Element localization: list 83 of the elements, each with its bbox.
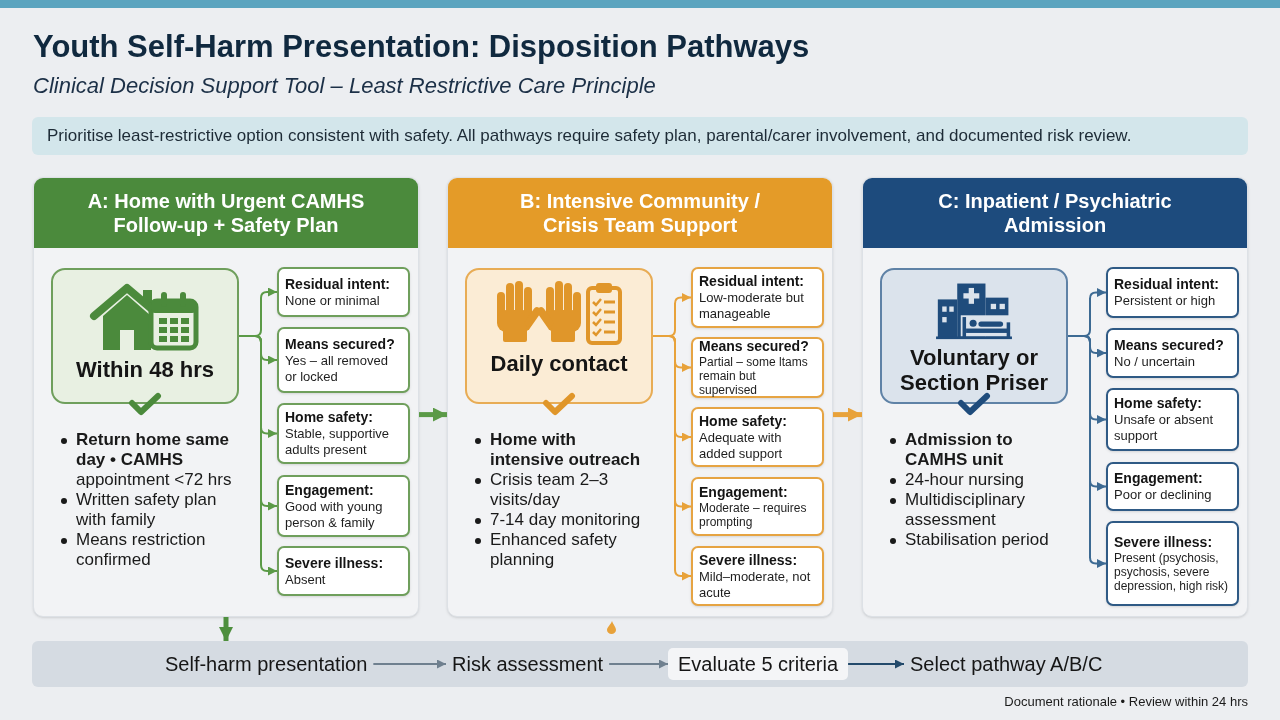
panel-header: C: Inpatient / Psychiatric Admission <box>863 178 1247 248</box>
criteria-text: Moderate – requires prompting <box>699 501 808 529</box>
summary-text: Within 48 hrs <box>76 357 214 382</box>
criteria-heading: Residual intent: <box>285 275 391 293</box>
criteria-text: Persistent or high <box>1114 293 1217 309</box>
criteria-heading: Severe illness: <box>285 554 385 572</box>
criteria-box <box>691 407 824 467</box>
pathway-panel <box>447 177 833 617</box>
criteria-text: Yes – all removed or locked <box>285 352 389 385</box>
criteria-box <box>1106 267 1239 318</box>
pathway-panel <box>862 177 1248 617</box>
criteria-heading: Means secured? <box>285 335 396 353</box>
criteria-text: Unsafe or absent support <box>1114 412 1214 444</box>
criteria-box <box>691 477 824 536</box>
criteria-heading: Severe illness: <box>1114 534 1214 551</box>
criteria-heading: Home safety: <box>1114 395 1203 412</box>
note-banner: Prioritise least-restrictive option consistent with safety. All pathways require safety plan, parental/carer involvement, and documented risk review. <box>32 117 1248 155</box>
arrow <box>219 617 233 641</box>
arrow <box>1067 335 1107 568</box>
arrow <box>419 407 447 422</box>
bullet-text: Means restriction confirmed <box>76 530 207 570</box>
summary-text: Voluntary or Section Priser <box>899 345 1049 395</box>
criteria-box <box>1106 328 1239 378</box>
criteria-heading: Engagement: <box>285 481 375 499</box>
bullet-text: 24-hour nursing <box>905 470 1025 490</box>
criteria-text: Poor or declining <box>1114 487 1213 503</box>
criteria-box <box>691 337 824 398</box>
criteria-box <box>691 267 824 328</box>
criteria-heading: Residual intent: <box>1114 276 1220 293</box>
criteria-box <box>277 546 410 596</box>
criteria-heading: Means secured? <box>1114 336 1225 354</box>
criteria-heading: Means secured? <box>699 338 810 355</box>
criteria-box <box>277 475 410 537</box>
criteria-text: Mild–moderate, not acute <box>699 568 812 601</box>
criteria-heading: Home safety: <box>699 412 788 430</box>
arrow <box>652 335 692 581</box>
panel-header: A: Home with Urgent CAMHS Follow-up + Safety Plan <box>34 178 418 248</box>
bullet-text: Crisis team 2–3 visits/day <box>490 470 610 510</box>
footer-note: Document rationale • Review within 24 hrs <box>1004 694 1248 710</box>
criteria-box <box>1106 462 1239 511</box>
criteria-box <box>277 327 410 393</box>
criteria-text: None or minimal <box>285 292 381 309</box>
arrow <box>608 659 669 669</box>
bullet-text: Enhanced safety planning <box>490 530 618 570</box>
criteria-box <box>691 546 824 606</box>
bullet-text: Home with intensive outreach <box>490 430 642 470</box>
criteria-text: Stable, supportive adults present <box>285 426 391 458</box>
criteria-text: Low-moderate but manageable <box>699 290 805 322</box>
criteria-box <box>1106 521 1239 606</box>
criteria-heading: Residual intent: <box>699 273 805 290</box>
criteria-heading: Engagement: <box>699 484 789 501</box>
bullet-text: Stabilisation period <box>905 530 1049 550</box>
criteria-box <box>277 403 410 464</box>
process-bar <box>32 641 1248 687</box>
arrow <box>833 407 862 422</box>
bullet-text: 7-14 day monitoring <box>490 510 641 530</box>
criteria-text: No / uncertain <box>1114 353 1196 370</box>
criteria-text: Partial – some ltams remain but supervised <box>699 355 809 397</box>
bullet-text: Return home same day • CAMHS appointment <72 hrs <box>76 430 233 490</box>
diagram-title: Youth Self-Harm Presentation: Disposition Pathways <box>33 28 810 66</box>
criteria-box <box>1106 388 1239 451</box>
criteria-text: Good with young person & family <box>285 498 384 531</box>
bullet-text: Written safety plan with family <box>76 490 218 530</box>
pathway-panel <box>33 177 419 617</box>
subtitle: Clinical Decision Support Tool – Least Restrictive Care Principle <box>33 72 656 100</box>
bullet-text: Multidisciplinary assessment <box>905 490 1026 530</box>
criteria-box <box>277 267 410 317</box>
summary-text: Daily contact <box>490 351 628 376</box>
criteria-heading: Home safety: <box>285 409 374 426</box>
step-label: Select pathway A/B/C <box>904 648 1109 680</box>
arrow <box>847 659 905 669</box>
step-label: Risk assessment <box>446 648 610 680</box>
criteria-text: Absent <box>285 571 327 588</box>
highlighted-step: Evaluate 5 criteria <box>668 648 849 680</box>
criteria-text: Present (psychosis, psychosis, severe depression, high risk) <box>1114 551 1230 593</box>
criteria-text: Adequate with added support <box>699 429 784 462</box>
criteria-heading: Engagement: <box>1114 470 1204 487</box>
arrow <box>372 659 447 669</box>
bullet-text: Admission to CAMHS unit <box>905 430 1014 470</box>
step-label: Self-harm presentation <box>159 648 374 680</box>
panel-header: B: Intensive Community / Crisis Team Support <box>448 178 832 248</box>
arrow <box>238 335 278 576</box>
criteria-heading: Severe illness: <box>699 551 799 569</box>
